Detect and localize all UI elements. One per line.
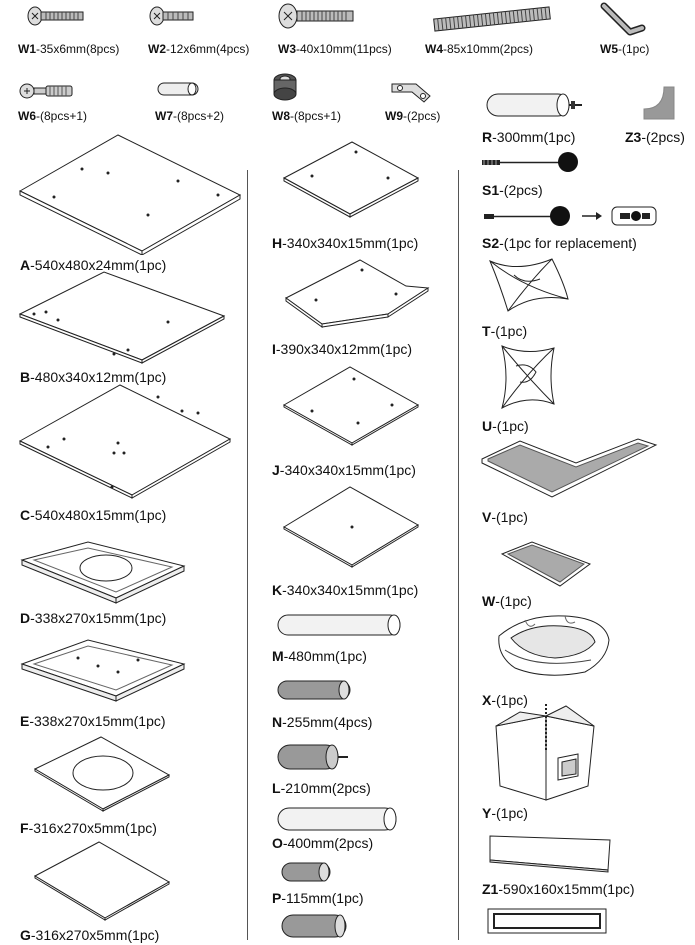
label-w2: W2-12x6mm(4pcs): [148, 42, 250, 56]
label-p: P-115mm(1pc): [272, 890, 364, 906]
frame-d-icon: [20, 541, 186, 604]
board-z1-icon: [489, 835, 611, 873]
frame-e-icon: [20, 639, 186, 702]
label-c: C-540x480x15mm(1pc): [20, 507, 167, 523]
label-w9: W9-(2pcs): [385, 109, 441, 123]
label-w4: W4-85x10mm(2pcs): [425, 42, 534, 56]
cushion-bed-x-icon: [498, 615, 610, 676]
label-t: T-(1pc): [482, 323, 528, 339]
label-w1: W1-35x6mm(8pcs): [18, 42, 120, 56]
label-i: I-390x340x12mm(1pc): [272, 341, 413, 357]
bracket-w9-icon: [391, 83, 431, 103]
tube-m-icon: [277, 614, 401, 636]
corner-z3-icon: [643, 86, 675, 120]
label-a: A-540x480x24mm(1pc): [20, 257, 167, 273]
tube-p-icon: [281, 862, 331, 882]
label-k: K-340x340x15mm(1pc): [272, 582, 419, 598]
hammock-u-icon: [501, 345, 555, 409]
tube-r-icon: [486, 93, 582, 117]
label-f: F-316x270x5mm(1pc): [20, 820, 157, 836]
rope-s2-icon: [484, 206, 657, 226]
label-w3: W3-40x10mm(11pcs): [278, 42, 392, 56]
label-g: G-316x270x5mm(1pc): [20, 927, 160, 943]
label-o: O-400mm(2pcs): [272, 835, 374, 851]
label-x: X-(1pc): [482, 692, 528, 708]
tube-n-icon: [277, 680, 351, 700]
label-w7: W7-(8pcs+2): [155, 109, 225, 123]
label-n: N-255mm(4pcs): [272, 714, 373, 730]
board-g-icon: [33, 841, 171, 921]
label-w-mat: W-(1pc): [482, 593, 532, 609]
hex-key-w5-icon: [600, 2, 646, 36]
fabric-box-y-icon: [495, 704, 595, 801]
board-i-icon: [285, 259, 430, 328]
label-v: V-(1pc): [482, 509, 528, 525]
hammock-t-icon: [489, 258, 569, 312]
dowel-w7-icon: [157, 82, 199, 96]
label-s2: S2-(1pc for replacement): [482, 235, 637, 251]
cam-lock-w8-icon: [273, 73, 297, 101]
label-w8: W8-(8pcs+1): [272, 109, 342, 123]
bolt-w4-icon: [433, 6, 551, 32]
rope-s1-icon: [482, 152, 578, 172]
label-s1: S1-(2pcs): [482, 182, 543, 198]
label-y: Y-(1pc): [482, 805, 528, 821]
tube-o-icon: [277, 807, 397, 831]
label-m: M-480mm(1pc): [272, 648, 367, 664]
label-z3: Z3-(2pcs): [625, 129, 685, 145]
label-z1: Z1-590x160x15mm(1pc): [482, 881, 635, 897]
label-j: J-340x340x15mm(1pc): [272, 462, 416, 478]
label-u: U-(1pc): [482, 418, 529, 434]
screw-w3-icon: [278, 3, 354, 29]
screw-w1-icon: [27, 6, 84, 26]
cam-bolt-w6-icon: [19, 83, 73, 99]
board-extra-icon: [487, 908, 607, 934]
label-l: L-210mm(2pcs): [272, 780, 371, 796]
panel-c-icon: [18, 384, 232, 499]
panel-b-icon: [18, 271, 226, 364]
board-h-icon: [282, 141, 420, 218]
label-r: R-300mm(1pc): [482, 129, 576, 145]
panel-a-icon: [18, 134, 242, 255]
mat-w-icon: [500, 541, 592, 587]
label-w5: W5-(1pc): [600, 42, 650, 56]
board-f-icon: [33, 736, 171, 812]
column-divider-left: [247, 170, 248, 940]
label-e: E-338x270x15mm(1pc): [20, 713, 166, 729]
tube-extra-icon: [281, 914, 347, 938]
tube-l-icon: [277, 744, 348, 770]
label-d: D-338x270x15mm(1pc): [20, 610, 167, 626]
board-k-icon: [283, 486, 419, 568]
mat-v-icon: [481, 438, 658, 498]
label-b: B-480x340x12mm(1pc): [20, 369, 167, 385]
label-h: H-340x340x15mm(1pc): [272, 235, 419, 251]
screw-w2-icon: [149, 6, 194, 26]
board-j-icon: [282, 366, 420, 446]
label-w6: W6-(8pcs+1): [18, 109, 88, 123]
column-divider-right: [458, 170, 459, 940]
